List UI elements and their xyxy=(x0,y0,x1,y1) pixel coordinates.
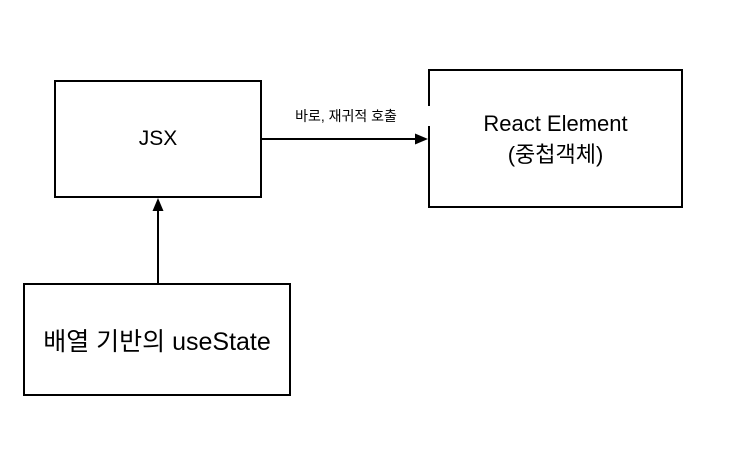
edge-label-jsx-to-react-element: 바로, 재귀적 호출 xyxy=(262,106,430,126)
node-react-element-sublabel: (중첩객체) xyxy=(507,141,604,167)
node-react-element: React Element (중첩객체) xyxy=(428,69,683,208)
node-react-element-label: React Element xyxy=(483,110,628,136)
node-usestate: 배열 기반의 useState xyxy=(23,283,291,396)
node-jsx: JSX xyxy=(54,80,262,198)
node-usestate-label: 배열 기반의 useState xyxy=(43,327,271,356)
arrow-jsx-to-react-element xyxy=(262,133,428,145)
node-jsx-label: JSX xyxy=(138,127,178,150)
arrow-usestate-to-jsx xyxy=(152,198,164,283)
